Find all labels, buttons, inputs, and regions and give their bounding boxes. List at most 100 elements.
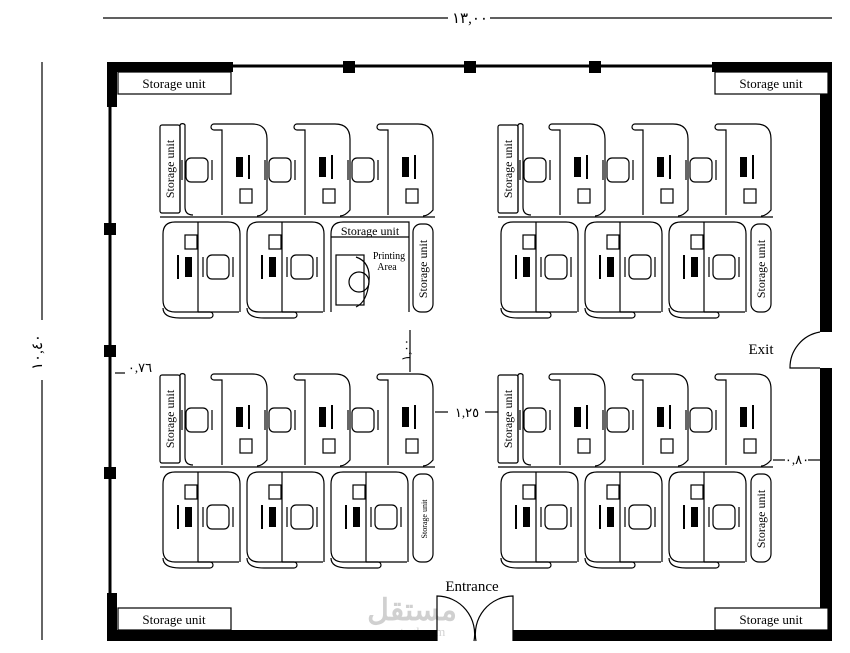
storage-unit-label: Storage unit	[341, 224, 400, 238]
chair-icon	[206, 504, 230, 530]
cubicle-partition	[376, 123, 434, 217]
exit-label: Exit	[749, 342, 775, 358]
partition	[517, 123, 532, 216]
doors: Entrance Exit	[436, 331, 821, 642]
chair-arms	[264, 160, 296, 180]
keyboard-icon	[657, 157, 664, 177]
chair-icon	[712, 254, 736, 280]
cubicle-partition	[500, 471, 579, 563]
keyboard-icon	[402, 407, 409, 427]
phone-icon	[405, 188, 419, 204]
exit-door	[789, 331, 821, 369]
partition	[517, 373, 532, 466]
keyboard-icon	[236, 407, 243, 427]
entrance-label: Entrance	[445, 579, 499, 595]
phone-icon	[522, 484, 536, 500]
corner-storage-unit: Storage unit	[714, 607, 829, 631]
cubicle-partition	[548, 373, 606, 467]
cubicle-partition	[668, 471, 747, 563]
storage-unit	[117, 607, 232, 631]
chair-icon	[689, 157, 713, 183]
watermark-logo-text: مستقل	[367, 594, 457, 627]
keyboard-icon	[691, 507, 698, 527]
watermark-site: mostaql.com	[379, 624, 446, 639]
keyboard-icon	[319, 407, 326, 427]
phone-icon	[743, 438, 757, 454]
chair-icon	[268, 157, 292, 183]
chair-arms	[347, 160, 379, 180]
dimension-right-gap-label: ٠,٨٠	[785, 452, 809, 467]
chair-icon	[185, 407, 209, 433]
cubicle-partition	[714, 123, 772, 217]
chair-icon	[290, 254, 314, 280]
wall-right-bottom	[820, 368, 832, 640]
storage-unit	[412, 223, 434, 313]
phone-icon	[184, 484, 198, 500]
wall-top-right	[712, 62, 832, 72]
storage-unit-label: Storage unit	[739, 612, 803, 627]
column	[104, 223, 116, 235]
chair-arms	[181, 410, 213, 430]
phone-icon	[405, 438, 419, 454]
cubicle-partition	[162, 471, 241, 563]
keyboard-icon	[353, 507, 360, 527]
workstation-bottom	[500, 471, 579, 569]
workstation-top	[181, 373, 268, 467]
keyboard-icon	[185, 257, 192, 277]
workstation-top	[602, 373, 689, 467]
chair-arms	[347, 410, 379, 430]
keyboard-icon	[523, 507, 530, 527]
printing-area-label: Printing	[373, 251, 405, 262]
cubicle-partition	[293, 123, 351, 217]
workstation-bottom	[584, 221, 663, 319]
cubicle-edge	[584, 307, 636, 319]
phone-icon	[239, 188, 253, 204]
workstation-bottom	[500, 221, 579, 319]
phone-icon	[690, 234, 704, 250]
phone-icon	[352, 484, 366, 500]
cubicle-edge	[500, 557, 552, 569]
storage-unit-label: Storage unit	[754, 239, 768, 298]
cubicle-edge	[500, 307, 552, 319]
column	[104, 345, 116, 357]
storage-unit-label: Storage unit	[754, 489, 768, 548]
workstation-top	[602, 123, 689, 217]
chair-icon	[351, 407, 375, 433]
dimension-wall-gap-label: ٠,٧٦	[128, 360, 152, 375]
storage-unit	[412, 473, 434, 563]
dimension-width-label: ١٣,٠٠	[452, 11, 488, 27]
dimension-aisle-horizontal-label: ١,٢٥	[455, 405, 479, 420]
phone-icon	[239, 438, 253, 454]
corner-storage-unit: Storage unit	[117, 71, 232, 95]
workstation-top	[181, 123, 268, 217]
entrance-door	[436, 595, 514, 642]
cubicle-partition	[631, 123, 689, 217]
cubicle-partition	[376, 373, 434, 467]
chair-arms	[708, 507, 740, 527]
chair-arms	[202, 257, 234, 277]
chair-arms	[540, 507, 572, 527]
chair-icon	[689, 407, 713, 433]
workstation-bottom	[330, 471, 409, 569]
printer-icon	[355, 256, 370, 308]
chair-icon	[712, 504, 736, 530]
workstation-bottom	[246, 221, 325, 319]
phone-icon	[322, 438, 336, 454]
chair-arms	[540, 257, 572, 277]
cubicle-edge	[162, 307, 214, 319]
cubicle-edge	[330, 557, 382, 569]
workstation-top	[264, 123, 351, 217]
printer-desk	[335, 254, 365, 306]
keyboard-icon	[185, 507, 192, 527]
wall-left-top	[107, 62, 117, 107]
chair-arms	[624, 257, 656, 277]
phone-icon	[577, 438, 591, 454]
cubicle-partition	[246, 221, 325, 313]
partition	[179, 373, 194, 466]
phone-icon	[660, 438, 674, 454]
